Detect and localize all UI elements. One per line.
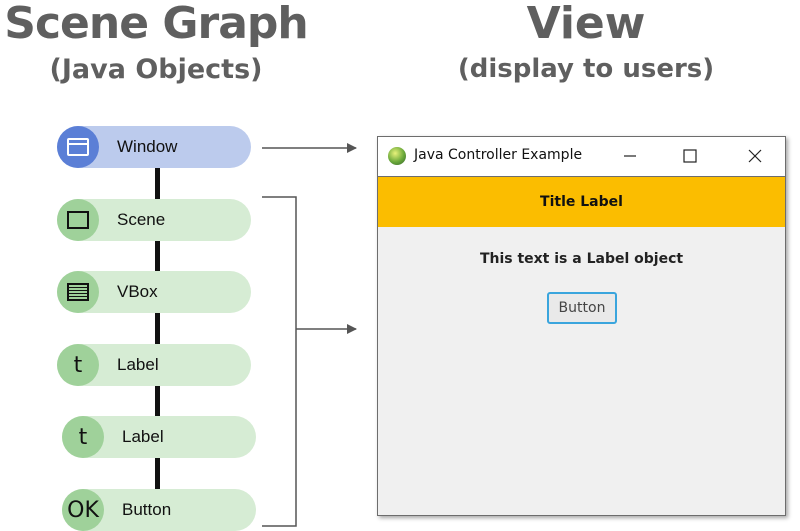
view-subtitle: (display to users) [457,54,715,84]
node-label-2: t Label [62,416,256,458]
t-letter-icon: t [62,416,104,458]
node-button: OK Button [62,489,256,531]
maximize-button[interactable] [668,141,712,171]
maximize-icon [683,149,697,163]
node-vbox: VBox [57,271,251,313]
scene-graph-subtitle: (Java Objects) [49,54,263,85]
node-label: Window [117,137,178,156]
window-icon [57,126,99,168]
close-icon [748,149,762,163]
app-icon [388,147,406,165]
node-label: Scene [117,210,166,229]
minimize-button[interactable] [608,141,652,171]
node-label-1: t Label [57,344,251,386]
tree-connector [155,168,160,200]
tree-connector [155,386,160,418]
t-letter-icon: t [57,344,99,386]
ok-icon: OK [62,489,104,531]
tree-connector [155,313,160,345]
content-bracket [262,196,297,527]
view-title: View [526,0,646,49]
minimize-icon [624,155,636,157]
app-window: Java Controller Example Title Label This… [377,136,786,516]
node-scene: Scene [57,199,251,241]
square-icon [57,199,99,241]
label-object-text: This text is a Label object [479,251,684,267]
window-title: Java Controller Example [414,147,583,163]
tree-connector [155,458,160,490]
node-label: VBox [117,282,158,301]
window-titlebar[interactable]: Java Controller Example [378,137,785,177]
title-label: Title Label [378,177,785,227]
scene-graph-title: Scene Graph [4,0,308,49]
node-label: Button [122,500,172,519]
tree-connector [155,240,160,272]
node-window: Window [57,126,251,168]
list-lines-icon [57,271,99,313]
app-button[interactable]: Button [547,292,617,324]
node-label: Label [117,355,159,374]
close-button[interactable] [733,141,777,171]
node-label: Label [122,427,164,446]
